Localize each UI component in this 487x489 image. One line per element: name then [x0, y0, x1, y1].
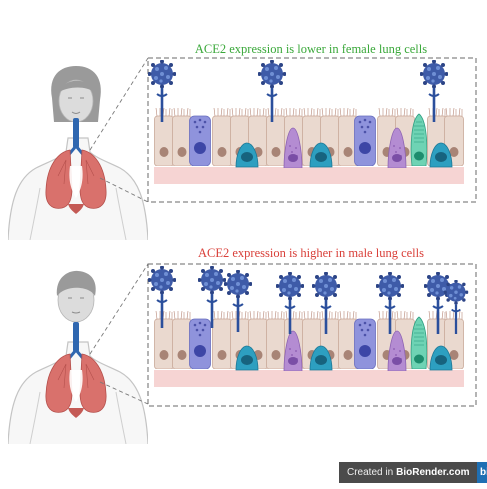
badge-prefix: Created in	[347, 467, 394, 478]
female-ace2-receptors	[148, 60, 449, 123]
female-basement-membrane	[154, 167, 464, 184]
female-head	[51, 66, 101, 123]
badge-brand: BioRender.com	[396, 467, 470, 478]
male-head	[56, 270, 96, 323]
female-callout-lines	[89, 57, 149, 203]
female-epithelium	[148, 60, 464, 184]
female-figure	[8, 66, 148, 240]
biorender-logo-icon: bio	[476, 462, 487, 483]
male-cell-row	[154, 311, 464, 371]
female-receptor-virus	[258, 60, 287, 123]
biorender-badge-text: Created in BioRender.com	[339, 462, 477, 483]
female-zoom-box	[147, 57, 477, 203]
male-figure	[8, 270, 148, 444]
female-receptor-virus	[420, 60, 449, 123]
male-epithelium	[148, 266, 469, 387]
female-cell-row	[154, 108, 464, 168]
male-zoom-box	[147, 263, 477, 407]
female-panel-title: ACE2 expression is lower in female lung …	[194, 42, 428, 56]
male-basement-membrane	[154, 370, 464, 387]
biorender-badge[interactable]: Created in BioRender.com bio	[339, 462, 487, 483]
male-panel-title: ACE2 expression is higher in male lung c…	[197, 246, 424, 260]
male-callout-lines	[89, 263, 149, 405]
